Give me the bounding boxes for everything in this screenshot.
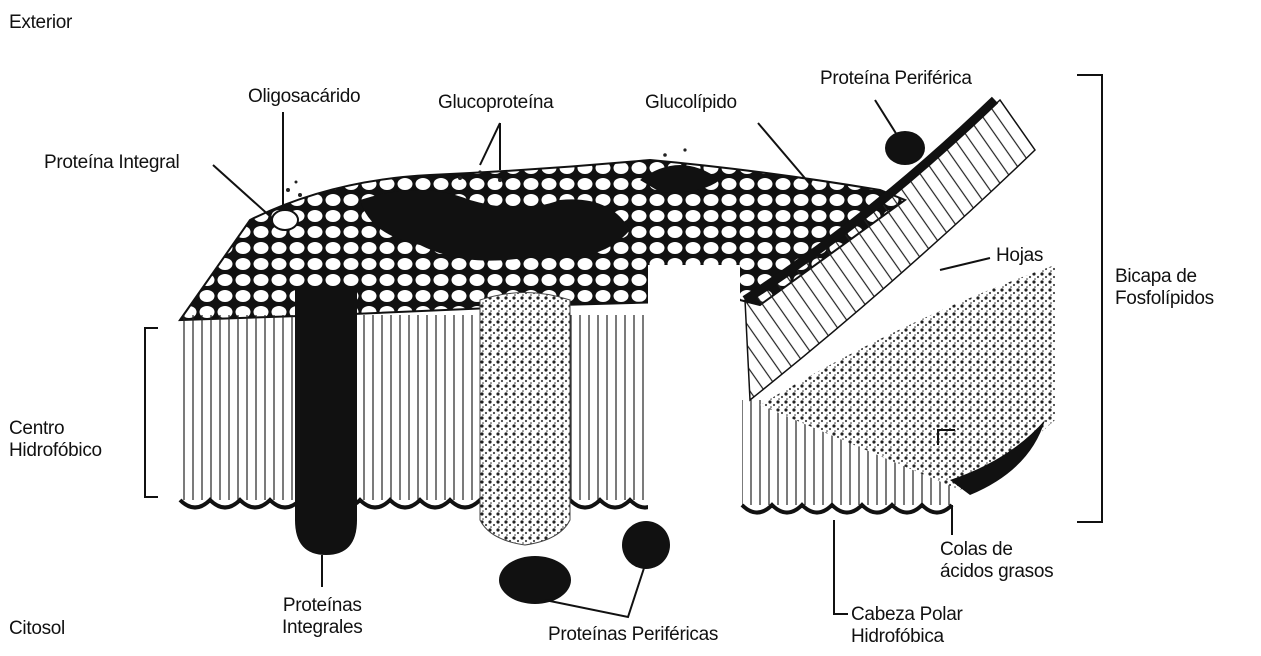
label-cabeza-line2: Hidrofóbica	[851, 626, 963, 648]
integral-protein-top	[272, 210, 298, 230]
membrane-gap	[648, 265, 740, 510]
label-proteina-periferica: Proteína Periférica	[820, 68, 972, 90]
label-hojas: Hojas	[996, 245, 1043, 267]
label-centro-line1: Centro	[9, 418, 102, 440]
label-centro-line2: Hidrofóbico	[9, 440, 102, 462]
label-cabeza-polar: Cabeza Polar Hidrofóbica	[851, 604, 963, 648]
label-proteinas-integrales-line1: Proteínas	[282, 595, 362, 617]
label-proteinas-integrales-line2: Integrales	[282, 617, 362, 639]
label-exterior: Exterior	[9, 12, 72, 34]
label-bicapa-line2: Fosfolípidos	[1115, 288, 1214, 310]
peripheral-protein-top	[885, 131, 925, 165]
label-proteinas-perifericas: Proteínas Periféricas	[548, 624, 718, 646]
label-centro-hidrofobico: Centro Hidrofóbico	[9, 418, 102, 462]
label-colas-line1: Colas de	[940, 539, 1053, 561]
label-bicapa: Bicapa de Fosfolípidos	[1115, 266, 1214, 310]
label-citosol: Citosol	[9, 618, 65, 640]
label-oligosacarido: Oligosacárido	[248, 86, 360, 108]
label-cabeza-line1: Cabeza Polar	[851, 604, 963, 626]
peripheral-protein-left	[499, 556, 571, 604]
peripheral-protein-right	[622, 521, 670, 569]
label-proteina-integral: Proteína Integral	[44, 152, 179, 174]
integral-protein-rod	[295, 290, 357, 555]
label-proteinas-integrales: Proteínas Integrales	[282, 595, 362, 639]
channel-protein	[480, 293, 570, 546]
label-colas-line2: ácidos grasos	[940, 561, 1053, 583]
label-glucoproteina: Glucoproteína	[438, 92, 553, 114]
label-bicapa-line1: Bicapa de	[1115, 266, 1214, 288]
label-glucolipido: Glucolípido	[645, 92, 737, 114]
label-colas-acidos-grasos: Colas de ácidos grasos	[940, 539, 1053, 583]
